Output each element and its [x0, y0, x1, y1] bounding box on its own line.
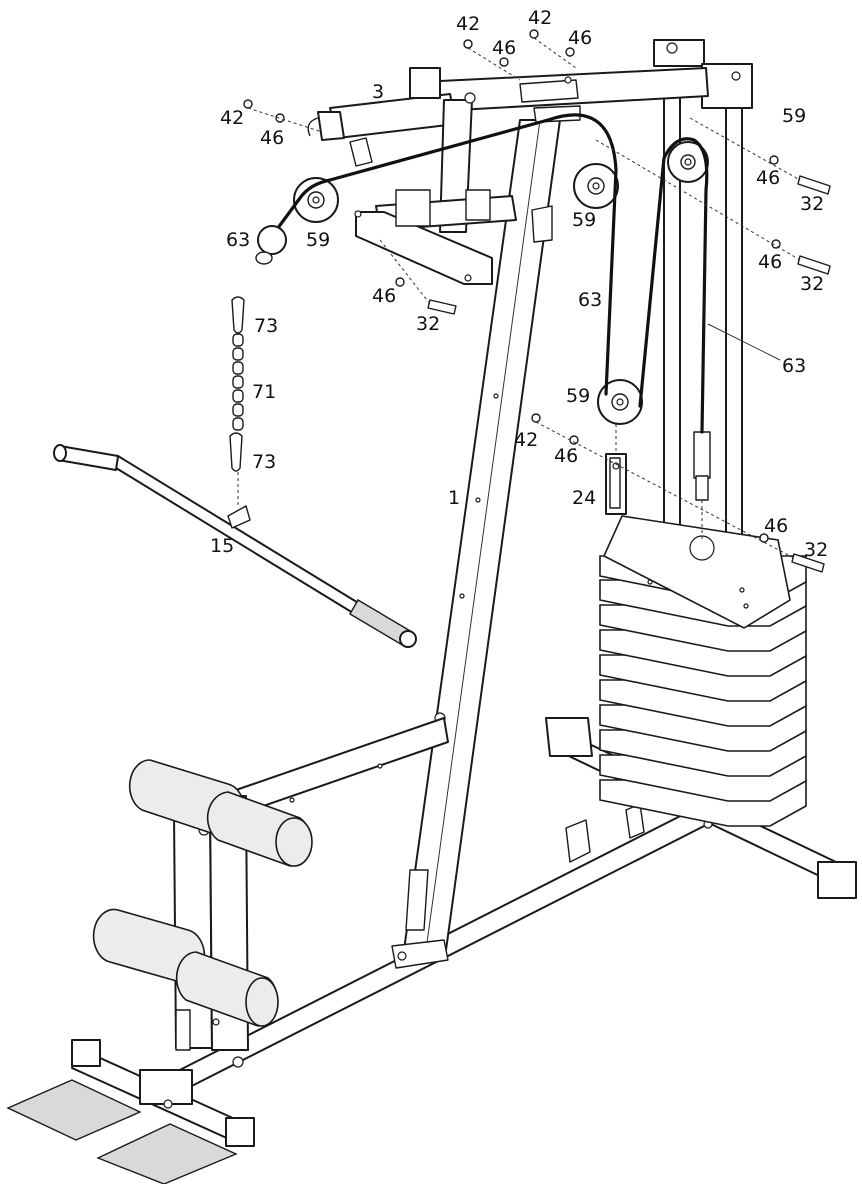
label-46: 46: [372, 285, 396, 307]
label-71: 71: [252, 381, 276, 403]
chain-assembly: [229, 296, 245, 508]
label-59: 59: [572, 209, 596, 231]
label-46: 46: [554, 445, 578, 467]
label-42: 42: [528, 7, 552, 29]
part-labels: 42 46 42 46 3 42 46 59 46 32 63 59 59 46…: [210, 7, 828, 561]
weight-plates: [599, 515, 807, 827]
cable-end-ball: [255, 225, 287, 265]
label-63: 63: [782, 355, 806, 377]
pulley-floating: [597, 379, 643, 425]
hardware: [243, 29, 831, 573]
label-42: 42: [514, 429, 538, 451]
weight-stack-assembly: [599, 39, 807, 827]
pulley-top-rear: [667, 141, 709, 183]
clip-bottom: [229, 432, 243, 472]
pulley-top-middle: [573, 163, 619, 209]
chain-links: [232, 333, 244, 431]
label-32: 32: [800, 193, 824, 215]
label-15: 15: [210, 535, 234, 557]
label-46: 46: [260, 127, 284, 149]
label-46: 46: [568, 27, 592, 49]
label-59: 59: [566, 385, 590, 407]
label-42: 42: [456, 13, 480, 35]
label-63: 63: [578, 289, 602, 311]
label-46: 46: [764, 515, 788, 537]
label-46: 46: [758, 251, 782, 273]
cables-63: [270, 113, 709, 434]
label-46: 46: [492, 37, 516, 59]
label-32: 32: [800, 273, 824, 295]
label-73: 73: [252, 451, 276, 473]
label-3: 3: [372, 81, 384, 103]
label-1: 1: [448, 487, 460, 509]
label-46: 46: [756, 167, 780, 189]
label-73: 73: [254, 315, 278, 337]
seat-arm-assembly: [92, 717, 449, 1051]
label-32: 32: [804, 539, 828, 561]
label-59: 59: [306, 229, 330, 251]
label-59: 59: [782, 105, 806, 127]
pulleys-59: [293, 141, 709, 425]
pulley-front: [293, 177, 339, 223]
label-63: 63: [226, 229, 250, 251]
label-24: 24: [572, 487, 596, 509]
label-42: 42: [220, 107, 244, 129]
clip-top: [231, 296, 245, 334]
pulley-bracket-24: [605, 424, 627, 515]
label-32: 32: [416, 313, 440, 335]
top-boom-3: [307, 67, 709, 285]
lat-bar-15: [53, 444, 417, 648]
